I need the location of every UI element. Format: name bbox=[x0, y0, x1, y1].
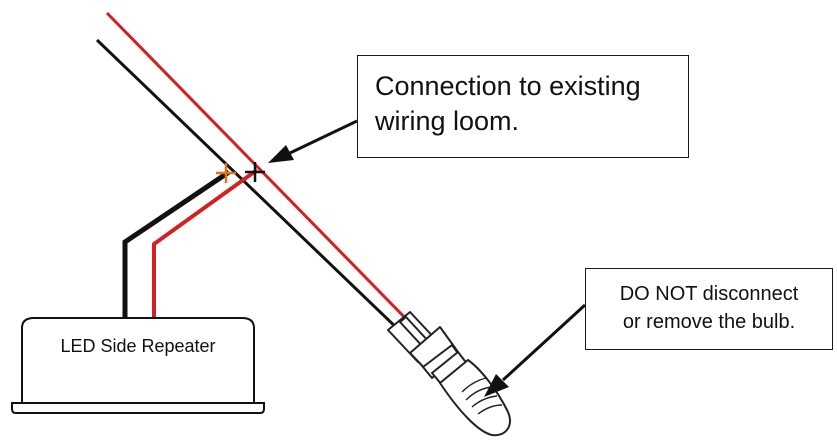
repeater-red-wire bbox=[152, 168, 259, 318]
connection-arrow bbox=[268, 119, 358, 163]
junction-marker-black bbox=[245, 162, 265, 182]
loom-red-wire bbox=[105, 11, 417, 330]
bulb-callout-line-1: DO NOT disconnect bbox=[619, 283, 799, 305]
bulb-socket-icon bbox=[387, 311, 469, 386]
bulb-callout-line-2: or remove the bulb. bbox=[622, 311, 796, 333]
bulb-arrow bbox=[484, 303, 587, 397]
led-side-repeater-housing bbox=[11, 317, 265, 414]
connection-callout-line-1: Connection to existing bbox=[375, 71, 641, 101]
junction-marker-orange bbox=[216, 163, 236, 183]
repeater-black-wire bbox=[122, 169, 231, 318]
led-side-repeater-label: LED Side Repeater bbox=[60, 336, 216, 356]
bulb-icon bbox=[438, 358, 511, 437]
loom-black-wire bbox=[95, 38, 404, 335]
connection-callout: Connection to existing wiring loom. bbox=[357, 55, 689, 158]
bulb-warning-callout: DO NOT disconnect or remove the bulb. bbox=[585, 268, 833, 350]
connection-callout-line-2: wiring loom. bbox=[375, 106, 520, 136]
